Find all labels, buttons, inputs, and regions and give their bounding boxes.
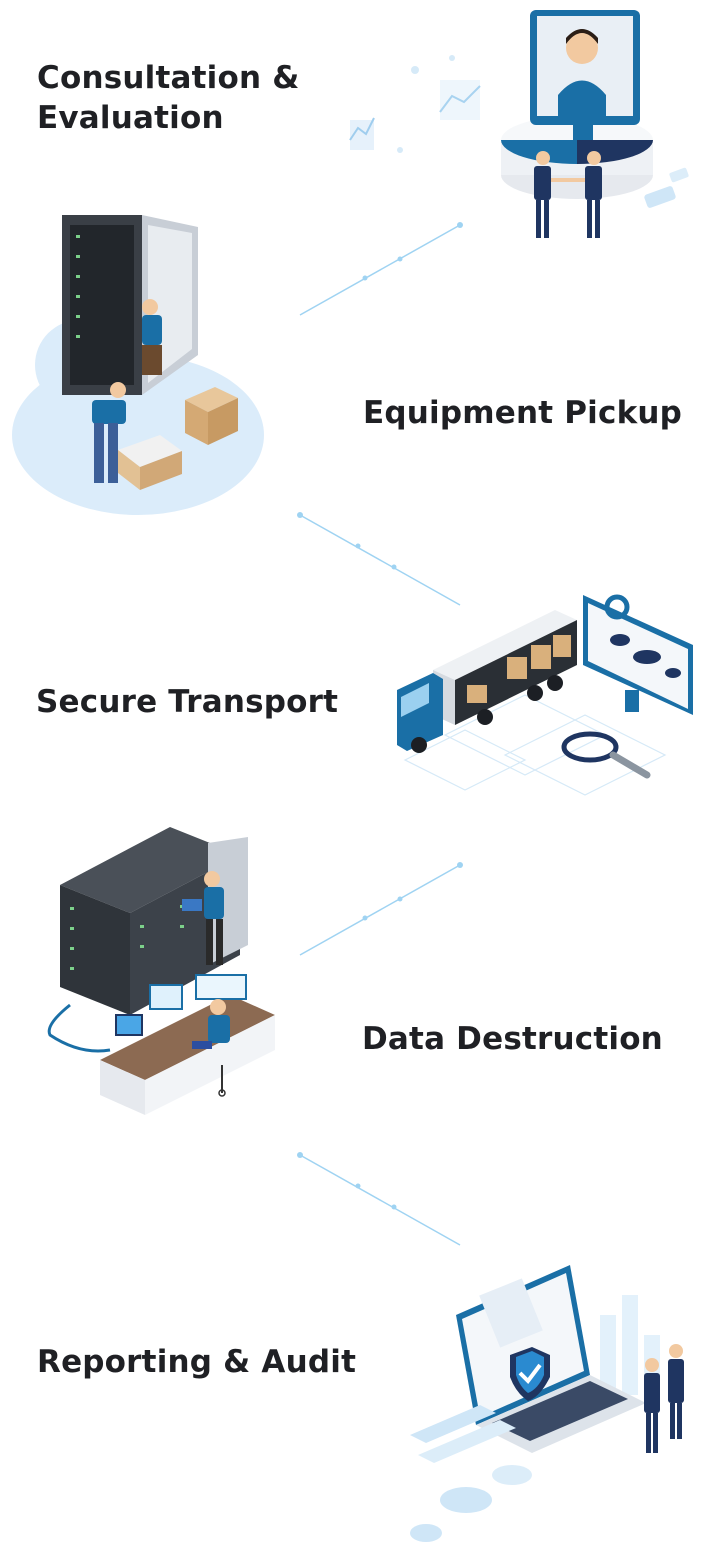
consultation-handshake-icon	[349, 10, 689, 238]
step-title-secure-transport: Secure Transport	[36, 684, 339, 720]
step-title-data-destruction: Data Destruction	[362, 1021, 663, 1057]
step-title-consultation: Consultation & Evaluation	[37, 58, 299, 138]
truck-transport-icon	[397, 594, 693, 796]
connector-line-2	[297, 512, 461, 606]
datacenter-operator-icon	[47, 827, 275, 1115]
connector-line-1	[299, 222, 463, 316]
step-title-reporting-audit: Reporting & Audit	[37, 1344, 357, 1380]
connector-line-3	[299, 862, 463, 956]
server-rack-pickup-icon	[12, 215, 264, 515]
connector-line-4	[297, 1152, 461, 1246]
title-line-2: Evaluation	[37, 100, 224, 136]
laptop-shield-report-icon	[410, 1265, 684, 1542]
title-line-1: Consultation &	[37, 60, 300, 96]
step-title-equipment-pickup: Equipment Pickup	[363, 395, 683, 431]
